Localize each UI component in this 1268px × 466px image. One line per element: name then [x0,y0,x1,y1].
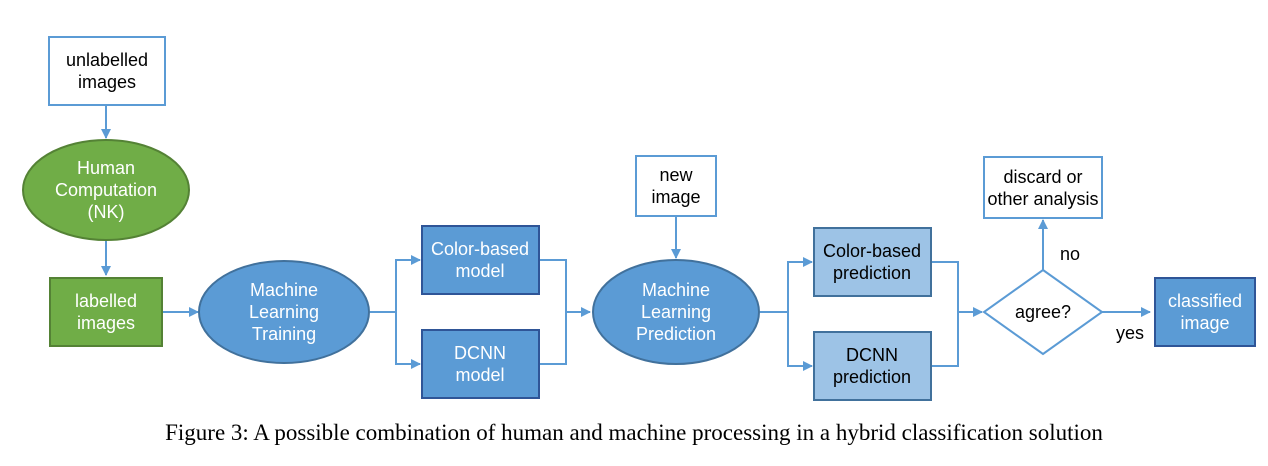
color-based-prediction-box [813,227,932,297]
label-line: Learning [641,302,711,322]
edge-ml-prediction-to-color-prediction [760,257,813,313]
dcnn-model-box [421,329,540,399]
ml-prediction-ellipse [592,259,760,365]
label-line: Learning [249,302,319,322]
label-line: (NK) [88,202,125,222]
label-line: classified [1168,291,1242,311]
label-line: Machine [250,280,318,300]
edge-label-no: no [1060,244,1080,264]
agree-label: agree? [1015,302,1071,322]
label-line: Color-based [823,241,921,261]
label-line: image [651,187,700,207]
label-line: DCNN [454,343,506,363]
unlabelled-images-box [48,36,166,106]
edge-color-model-to-prediction [540,259,567,312]
label-line: model [455,365,504,385]
ml-training-ellipse [198,260,370,364]
color-based-model-box [421,225,540,295]
connectors [101,106,1151,371]
node-agree-decision: agree? [982,268,1104,356]
label-line: images [77,313,135,333]
edge-training-to-dcnn-model [395,312,421,369]
label-line: unlabelled [66,50,148,70]
discard-box [983,156,1103,219]
label-line: agree? [1015,302,1071,322]
label-line: prediction [833,367,911,387]
classified-image-box [1154,277,1256,347]
label-line: discard or [1003,167,1082,187]
label-line: Machine [642,280,710,300]
label-line: prediction [833,263,911,283]
new-image-box [635,155,717,217]
label-line: Prediction [636,324,716,344]
edge-label-yes: yes [1116,323,1144,343]
label-line: new [659,165,693,185]
figure-caption: Figure 3: A possible combination of huma… [165,420,1103,445]
label-line: other analysis [987,189,1098,209]
human-computation-ellipse [22,139,190,241]
agree-diamond [982,268,1104,356]
edge-training-to-color-model [370,255,421,313]
edge-color-prediction-to-agree [932,261,959,312]
label-line: DCNN [846,345,898,365]
edge-dcnn-prediction-to-agree [932,312,959,367]
label-line: images [78,72,136,92]
label-line: Human [77,158,135,178]
label-line: Color-based [431,239,529,259]
label-line: Training [252,324,316,344]
label-line: model [455,261,504,281]
label-line: Computation [55,180,157,200]
label-line: labelled [75,291,137,311]
label-line: image [1180,313,1229,333]
edge-ml-prediction-to-dcnn-prediction [787,312,813,371]
edge-dcnn-model-to-prediction [540,312,567,365]
labelled-images-box [49,277,163,347]
dcnn-prediction-box [813,331,932,401]
